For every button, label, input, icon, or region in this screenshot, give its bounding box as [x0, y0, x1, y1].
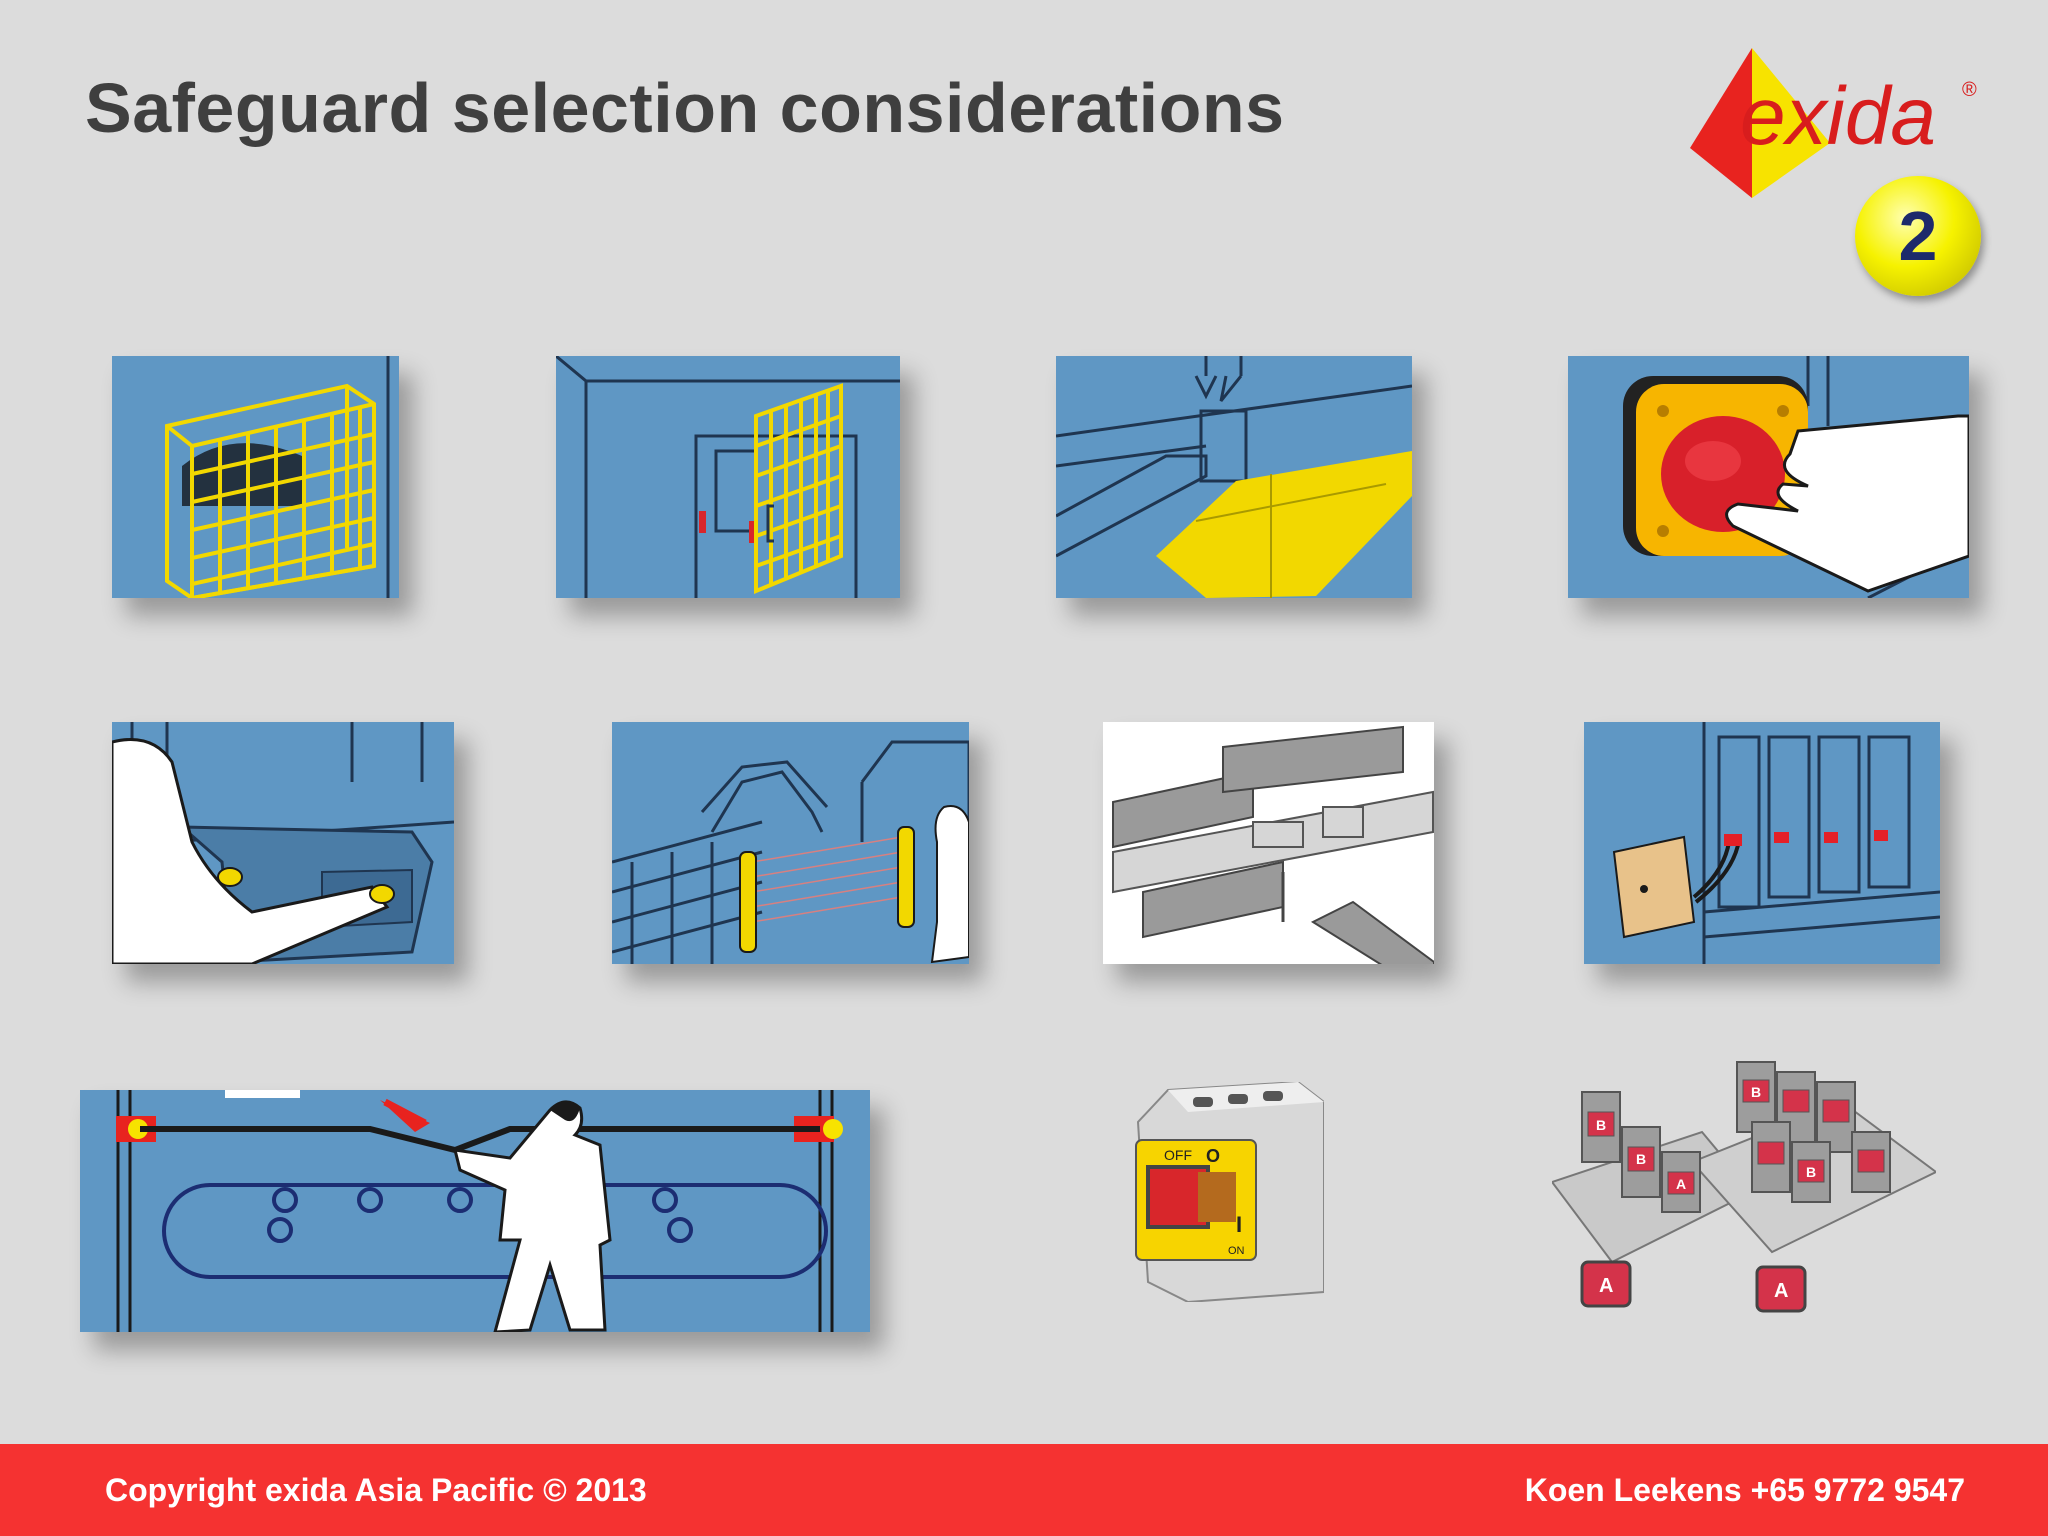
key-letter: B [1806, 1164, 1816, 1180]
light-curtain-icon [612, 722, 969, 964]
pull-wire-switch-icon [80, 1090, 870, 1332]
emergency-stop-button-icon [1568, 356, 1969, 598]
off-label: OFF [1164, 1147, 1192, 1163]
interlocked-guard-door-icon [556, 356, 900, 598]
exida-logo: exida ® [1690, 48, 1990, 198]
tunnel-guard-icon [1103, 722, 1434, 964]
trapped-key-interlock-icon [1584, 722, 1940, 964]
two-hand-control-icon [112, 722, 454, 964]
key-exchange-units-icon: B B A B B A A [1552, 1042, 1936, 1342]
svg-text:®: ® [1962, 79, 1977, 101]
footer-copyright: Copyright exida Asia Pacific © 2013 [105, 1472, 647, 1508]
key-letter: B [1751, 1084, 1761, 1100]
pressure-mat-icon [1056, 356, 1412, 598]
on-label: ON [1228, 1245, 1245, 1257]
on-mark: I [1236, 1212, 1242, 1237]
fixed-mesh-guard-icon [112, 356, 399, 598]
key-letter: A [1774, 1280, 1788, 1302]
footer-contact: Koen Leekens +65 9772 9547 [1524, 1472, 1965, 1508]
slide-title: Safeguard selection considerations [85, 69, 1285, 147]
footer-bar: Copyright exida Asia Pacific © 2013 Koen… [0, 1444, 2048, 1536]
key-letter: A [1676, 1176, 1686, 1192]
isolator-switch-icon: OFF O I ON [1128, 1082, 1324, 1302]
key-letter: A [1599, 1275, 1613, 1297]
badge-number: 2 [1898, 197, 1938, 275]
key-letter: B [1596, 1117, 1606, 1133]
off-mark: O [1206, 1146, 1220, 1166]
key-letter: B [1636, 1151, 1646, 1167]
page-number-badge: 2 [1855, 176, 1981, 296]
svg-text:exida: exida [1740, 71, 1936, 162]
